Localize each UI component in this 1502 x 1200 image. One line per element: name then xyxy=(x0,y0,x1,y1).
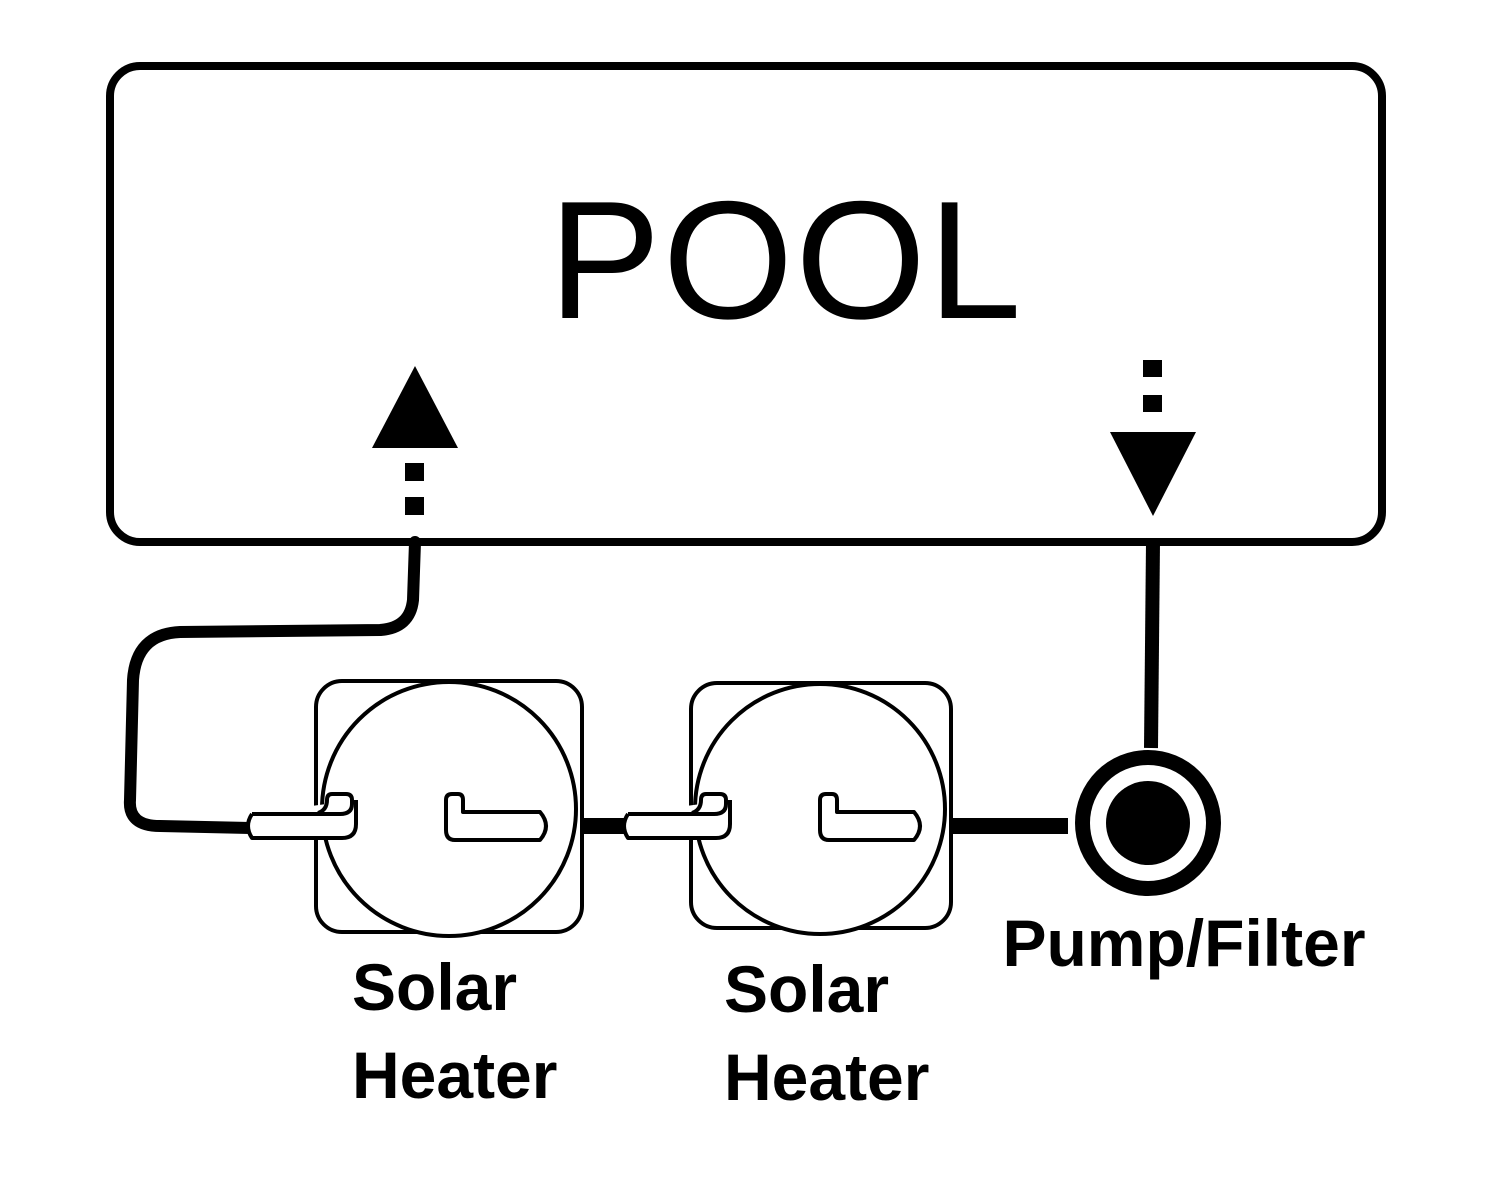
solar-heater-1-inlet-fitting xyxy=(246,792,358,840)
return-arrow-up-icon xyxy=(372,366,458,515)
outlet-arrow-down-icon xyxy=(1110,360,1196,516)
pool-label: POOL xyxy=(549,166,1024,354)
solar-heater-1-outlet-fitting xyxy=(444,792,548,842)
pump-filter-label: Pump/Filter xyxy=(1002,906,1365,980)
solar-heater-1-label-line1: Solar xyxy=(352,950,517,1024)
solar-heater-2-label-line2: Heater xyxy=(724,1040,929,1114)
pump-filter-icon xyxy=(1075,750,1221,896)
solar-heater-2-inlet-fitting xyxy=(622,792,732,840)
solar-heater-2-outlet-fitting xyxy=(818,792,922,842)
solar-heater-2-label-line1: Solar xyxy=(724,952,889,1026)
return-pipe xyxy=(123,536,421,834)
solar-heater-1 xyxy=(246,679,584,938)
solar-heater-2 xyxy=(622,681,953,936)
solar-heater-1-label-line2: Heater xyxy=(352,1038,557,1112)
pool-box xyxy=(106,62,1386,546)
intake-pipe xyxy=(1144,541,1160,749)
